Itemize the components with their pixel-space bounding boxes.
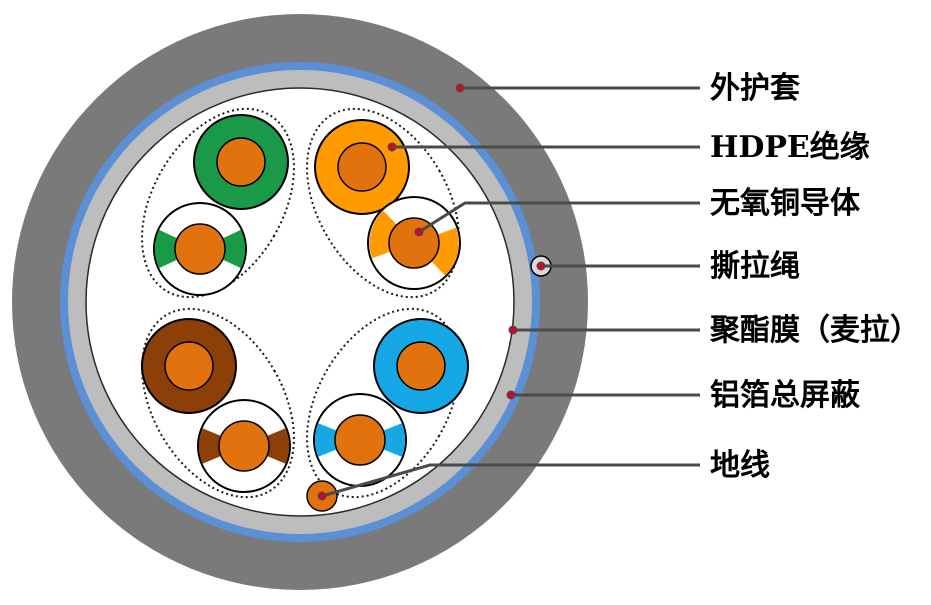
label-ripcord: 撕拉绳 [710,249,800,284]
stripe-brown-right [267,428,290,464]
leader-drain [321,463,700,498]
stripe-blue-right [383,423,405,457]
dot-conductor [414,227,424,237]
dot-film [508,325,518,335]
stripe-brown-left [198,428,221,464]
dot-jacket [455,83,465,93]
stripe-blue-left [315,423,337,457]
dot-foil [506,390,516,400]
conductor-blue [396,341,446,391]
pair-blue [313,318,469,487]
pair-binder-blue [306,307,460,499]
dot-drain [317,491,327,501]
pair-binder-green [141,107,295,299]
conductor-brown [164,341,214,391]
conductor-blue-white [334,414,386,466]
stripe-orange-left [369,210,397,259]
conductor-orange-white [388,217,440,269]
label-drain-wire: 地线 [710,448,770,483]
label-conductor: 无氧铜导体 [710,186,861,221]
stripe-green-right [222,229,246,269]
stripe-green-left [154,229,178,269]
label-jacket: 外护套 [710,71,800,106]
dot-ripcord [536,261,546,271]
conductor-green [216,137,266,187]
pair-binder-orange [306,107,460,299]
conductor-brown-white [218,420,270,472]
label-insulation: HDPE绝缘 [710,130,870,165]
label-polyester-film: 聚酯膜（麦拉） [709,313,920,348]
pair-binders [141,107,460,499]
pair-green [153,114,289,296]
dot-insulation [387,142,397,152]
pair-orange [314,119,461,290]
label-foil-shield: 铝箔总屏蔽 [710,378,861,413]
conductor-orange [337,142,387,192]
pair-binder-brown [141,307,295,499]
conductor-green-white [174,223,226,275]
leader-dots [317,83,546,501]
pair-brown [141,318,291,493]
core-area [85,87,515,517]
leader-lines [321,86,700,498]
stripe-orange-right [431,227,459,276]
leader-conductor [418,201,700,234]
